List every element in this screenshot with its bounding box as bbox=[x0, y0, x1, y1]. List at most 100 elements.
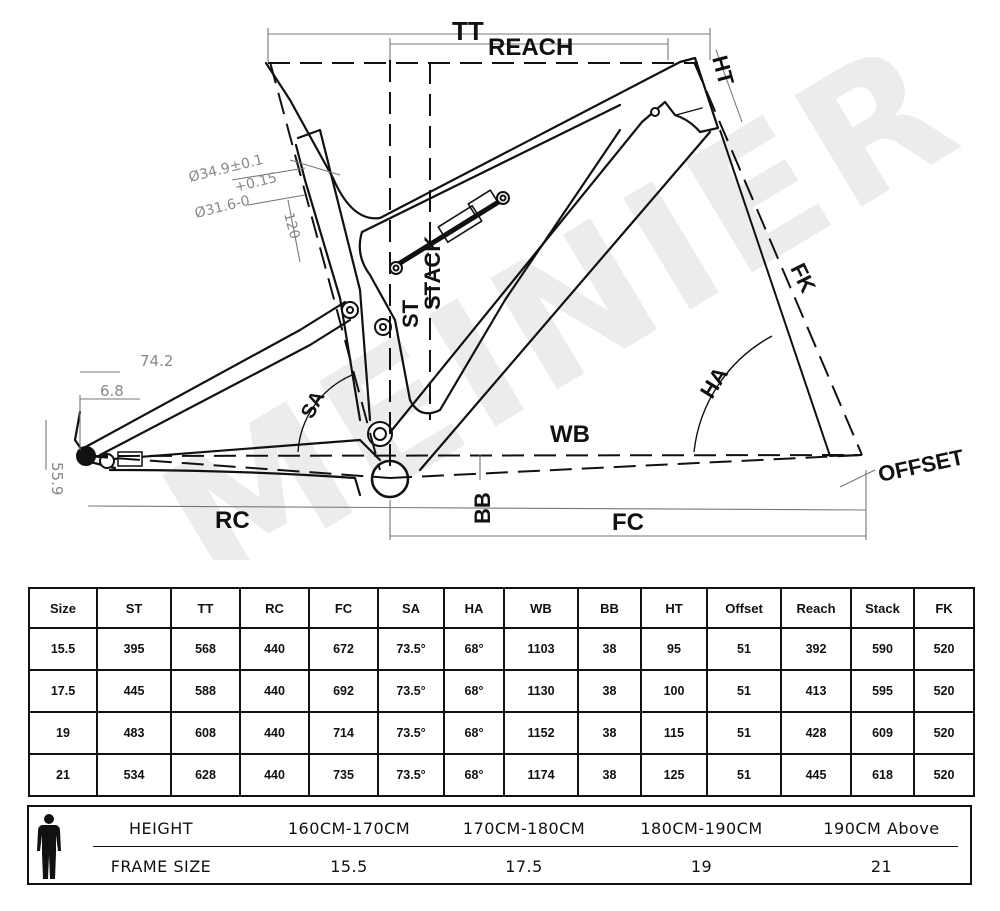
label-fc: FC bbox=[612, 509, 644, 536]
table-cell: 51 bbox=[706, 669, 782, 713]
table-cell: 520 bbox=[913, 627, 975, 671]
dim-seatpost-inner: Ø31.6-0 bbox=[193, 193, 251, 222]
label-tt: TT bbox=[452, 16, 484, 46]
table-cell: 440 bbox=[239, 627, 310, 671]
table-header-cell: Stack bbox=[850, 587, 915, 629]
height-range: 160CM-170CM bbox=[287, 819, 411, 838]
table-cell: 19 bbox=[28, 711, 98, 755]
table-cell: 125 bbox=[640, 753, 708, 797]
table-header-cell: HT bbox=[640, 587, 708, 629]
table-cell: 440 bbox=[239, 711, 310, 755]
table-header-cell: HA bbox=[443, 587, 505, 629]
table-cell: 520 bbox=[913, 753, 975, 797]
table-cell: 440 bbox=[239, 753, 310, 797]
frame-geometry-diagram: MEINIER bbox=[45, 0, 992, 560]
fork-line bbox=[719, 129, 863, 458]
table-cell: 38 bbox=[577, 627, 642, 671]
person-silhouette-icon bbox=[37, 814, 61, 879]
table-cell: 672 bbox=[308, 627, 379, 671]
table-cell: 68° bbox=[443, 627, 505, 671]
table-cell: 590 bbox=[850, 627, 915, 671]
height-range: 190CM Above bbox=[823, 819, 940, 838]
table-cell: 445 bbox=[780, 753, 852, 797]
label-wb: WB bbox=[550, 421, 590, 448]
label-bb: BB bbox=[470, 492, 495, 524]
table-cell: 17.5 bbox=[28, 669, 98, 713]
table-cell: 73.5° bbox=[377, 753, 445, 797]
table-cell: 73.5° bbox=[377, 711, 445, 755]
table-cell: 735 bbox=[308, 753, 379, 797]
label-st: ST bbox=[398, 299, 423, 328]
table-cell: 395 bbox=[96, 627, 172, 671]
table-cell: 609 bbox=[850, 711, 915, 755]
table-cell: 73.5° bbox=[377, 669, 445, 713]
table-cell: 51 bbox=[706, 627, 782, 671]
table-cell: 100 bbox=[640, 669, 708, 713]
size-guide: HEIGHT 160CM-170CM 170CM-180CM 180CM-190… bbox=[27, 805, 972, 885]
table-cell: 628 bbox=[170, 753, 241, 797]
height-range: 180CM-190CM bbox=[640, 819, 763, 838]
table-cell: 428 bbox=[780, 711, 852, 755]
table-cell: 392 bbox=[780, 627, 852, 671]
frame-size-value: 19 bbox=[690, 857, 713, 876]
table-header-cell: WB bbox=[503, 587, 579, 629]
table-cell: 38 bbox=[577, 711, 642, 755]
table-cell: 413 bbox=[780, 669, 852, 713]
table-header-cell: BB bbox=[577, 587, 642, 629]
label-stack: STACK bbox=[420, 236, 445, 310]
frame-size-label: FRAME SIZE bbox=[110, 857, 212, 876]
table-cell: 568 bbox=[170, 627, 241, 671]
table-cell: 608 bbox=[170, 711, 241, 755]
frame-size-value: 17.5 bbox=[505, 857, 543, 876]
frame-size-value: 15.5 bbox=[330, 857, 368, 876]
dim-tolerance: +0.15 bbox=[233, 170, 279, 196]
table-cell: 520 bbox=[913, 711, 975, 755]
table-cell: 692 bbox=[308, 669, 379, 713]
dim-insert: 120 bbox=[280, 211, 302, 241]
label-offset: OFFSET bbox=[876, 444, 967, 487]
table-header-cell: Offset bbox=[706, 587, 782, 629]
table-cell: 68° bbox=[443, 669, 505, 713]
label-ht: HT bbox=[707, 53, 739, 88]
table-cell: 483 bbox=[96, 711, 172, 755]
table-cell: 440 bbox=[239, 669, 310, 713]
table-header-cell: FC bbox=[308, 587, 379, 629]
seat-stay bbox=[78, 300, 347, 452]
table-cell: 714 bbox=[308, 711, 379, 755]
table-cell: 73.5° bbox=[377, 627, 445, 671]
table-cell: 595 bbox=[850, 669, 915, 713]
height-label: HEIGHT bbox=[128, 819, 194, 838]
table-header-cell: ST bbox=[96, 587, 172, 629]
table-cell: 1103 bbox=[503, 627, 579, 671]
dim-shock-length: 74.2 bbox=[140, 352, 173, 370]
table-cell: 618 bbox=[850, 753, 915, 797]
table-cell: 38 bbox=[577, 669, 642, 713]
table-header-cell: TT bbox=[170, 587, 241, 629]
table-cell: 1174 bbox=[503, 753, 579, 797]
seat-tube bbox=[296, 128, 372, 422]
table-cell: 445 bbox=[96, 669, 172, 713]
top-tube-lower bbox=[360, 103, 622, 234]
table-cell: 21 bbox=[28, 753, 98, 797]
table-header-cell: Size bbox=[28, 587, 98, 629]
frame-outline bbox=[73, 56, 720, 497]
table-cell: 1130 bbox=[503, 669, 579, 713]
label-reach: REACH bbox=[488, 34, 573, 61]
chain-stay bbox=[98, 438, 382, 462]
dim-dropout: 55.9 bbox=[48, 462, 66, 495]
table-header-cell: SA bbox=[377, 587, 445, 629]
table-header-cell: RC bbox=[239, 587, 310, 629]
table-header-cell: FK bbox=[913, 587, 975, 629]
table-cell: 520 bbox=[913, 669, 975, 713]
table-cell: 115 bbox=[640, 711, 708, 755]
height-range: 170CM-180CM bbox=[462, 819, 586, 838]
table-cell: 588 bbox=[170, 669, 241, 713]
height-row: HEIGHT 160CM-170CM 170CM-180CM 180CM-190… bbox=[29, 811, 970, 847]
size-guide-divider bbox=[93, 846, 958, 847]
table-header-cell: Reach bbox=[780, 587, 852, 629]
table-cell: 68° bbox=[443, 711, 505, 755]
